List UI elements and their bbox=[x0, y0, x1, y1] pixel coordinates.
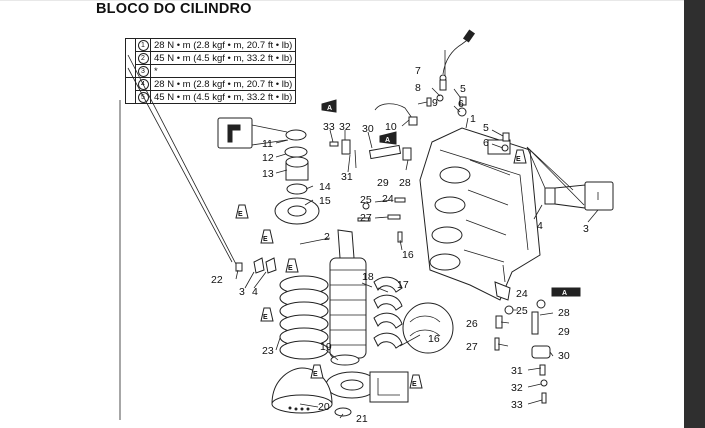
svg-text:A: A bbox=[385, 137, 390, 144]
callout-31: 31 bbox=[341, 171, 353, 183]
svg-text:E: E bbox=[313, 371, 318, 378]
callout-30: 30 bbox=[362, 123, 374, 135]
callout-12: 12 bbox=[262, 152, 274, 164]
callout-21: 21 bbox=[356, 413, 368, 425]
callout-3: 3 bbox=[583, 223, 589, 235]
callout-5: 5 bbox=[483, 122, 489, 134]
callout-28: 28 bbox=[558, 307, 570, 319]
callout-25: 25 bbox=[516, 305, 528, 317]
tool-badge: A A A bbox=[321, 99, 581, 297]
callout-27: 27 bbox=[466, 341, 478, 353]
svg-text:E: E bbox=[516, 156, 521, 163]
callout-23: 23 bbox=[262, 345, 274, 357]
torque-num: 3 bbox=[137, 66, 149, 77]
cylinder-block bbox=[419, 127, 541, 301]
callout-4: 4 bbox=[252, 286, 258, 298]
callout-11: 11 bbox=[262, 138, 273, 150]
callout-29: 29 bbox=[558, 326, 570, 338]
callout-6: 6 bbox=[458, 98, 464, 110]
callout-7: 7 bbox=[415, 65, 421, 77]
crankshaft bbox=[329, 229, 367, 359]
callout-5: 5 bbox=[460, 83, 466, 95]
callout-24: 24 bbox=[516, 288, 528, 300]
callout-17: 17 bbox=[397, 279, 409, 291]
svg-text:E: E bbox=[263, 236, 268, 243]
callout-20: 20 bbox=[318, 401, 330, 413]
callout-30: 30 bbox=[558, 350, 570, 362]
callout-3: 3 bbox=[239, 286, 245, 298]
torque-value: 45 N • m (4.5 kgf • m, 33.2 ft • lb) bbox=[149, 90, 297, 104]
callout-31: 31 bbox=[511, 365, 523, 377]
callout-15: 15 bbox=[319, 195, 331, 207]
right-edge-bar bbox=[684, 0, 705, 428]
callout-25: 25 bbox=[360, 194, 372, 206]
callout-14: 14 bbox=[319, 181, 331, 193]
ring-stack bbox=[279, 275, 329, 360]
callout-27: 27 bbox=[360, 212, 372, 224]
page-title: BLOCO DO CILINDRO bbox=[96, 1, 252, 17]
callout-28: 28 bbox=[399, 177, 411, 189]
svg-text:E: E bbox=[412, 381, 417, 388]
callout-32: 32 bbox=[511, 382, 523, 394]
svg-text:E: E bbox=[263, 314, 268, 321]
callout-10: 10 bbox=[385, 121, 397, 133]
callout-22: 22 bbox=[211, 274, 223, 286]
cylinder-block-exploded-diagram: E E E E E E E A A A 1 2 3 3 4 4 5 5 6 6 … bbox=[119, 29, 614, 425]
thermostat-assembly bbox=[544, 181, 614, 211]
svg-text:E: E bbox=[238, 211, 243, 218]
callout-2: 2 bbox=[324, 231, 330, 243]
callout-26: 26 bbox=[466, 318, 478, 330]
callout-16: 16 bbox=[428, 333, 440, 345]
callout-33: 33 bbox=[323, 121, 335, 133]
callouts: 1 2 3 3 4 4 5 5 6 6 7 8 9 10 11 12 13 14… bbox=[211, 65, 589, 425]
svg-text:A: A bbox=[562, 290, 567, 297]
callout-16: 16 bbox=[402, 249, 414, 261]
callout-32: 32 bbox=[339, 121, 351, 133]
callout-33: 33 bbox=[511, 399, 523, 411]
torque-num: 1 bbox=[137, 40, 149, 51]
callout-4: 4 bbox=[537, 220, 543, 232]
callout-19: 19 bbox=[320, 341, 332, 353]
callout-24: 24 bbox=[382, 193, 394, 205]
callout-29: 29 bbox=[377, 177, 389, 189]
callout-1: 1 bbox=[470, 113, 476, 125]
top-rule bbox=[0, 0, 684, 1]
lube-badge: E E E E E E E bbox=[235, 149, 527, 389]
callout-13: 13 bbox=[262, 168, 274, 180]
callout-9: 9 bbox=[432, 97, 438, 109]
svg-text:A: A bbox=[327, 105, 332, 112]
torque-num: 2 bbox=[137, 53, 149, 64]
torque-num: 5 bbox=[137, 92, 149, 103]
callout-6: 6 bbox=[483, 137, 489, 149]
callout-18: 18 bbox=[362, 271, 374, 283]
svg-text:E: E bbox=[288, 265, 293, 272]
callout-8: 8 bbox=[415, 82, 421, 94]
